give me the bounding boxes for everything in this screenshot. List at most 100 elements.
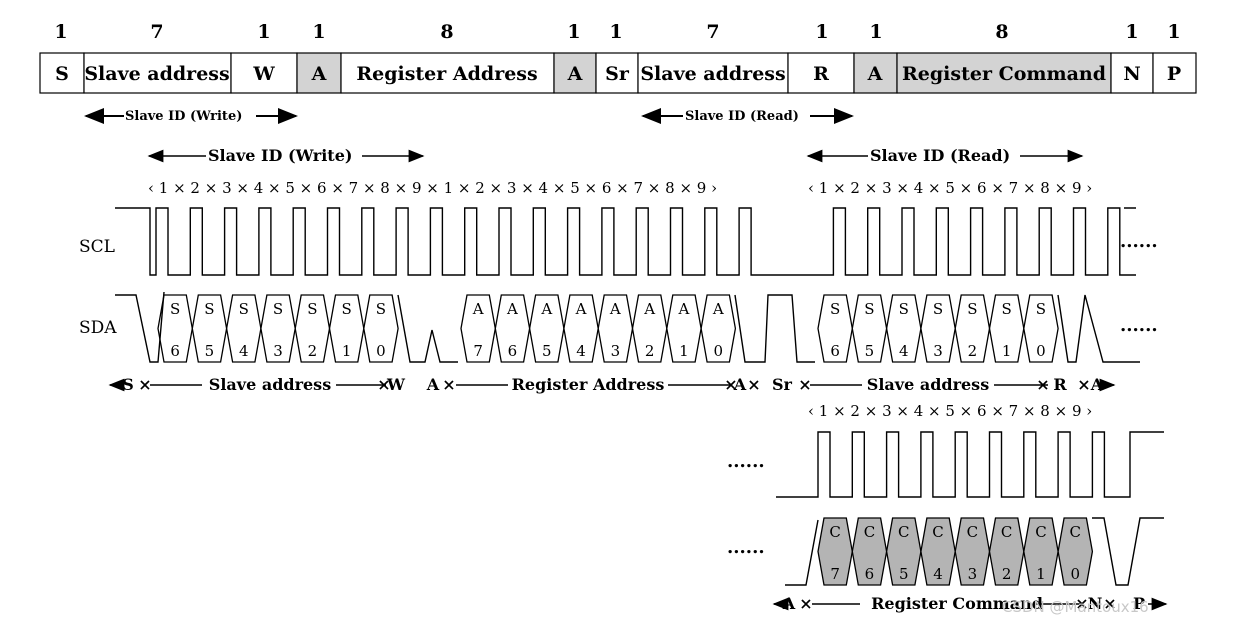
bit-letter: C — [898, 523, 909, 541]
bit-letter: A — [575, 300, 587, 318]
sda-ack-tail — [785, 519, 819, 586]
bit-number: 7 — [473, 342, 483, 360]
sda-start-condition — [115, 291, 165, 363]
clock-numbering: ‹ 1 × 2 × 3 × 4 × 5 × 6 × 7 × 8 × 9 › — [808, 402, 1092, 420]
bit-number: 0 — [376, 342, 386, 360]
bit-letter: C — [967, 523, 978, 541]
field-write — [230, 52, 298, 94]
field-label: Sr — [605, 63, 630, 85]
continuation-dots: ...... — [727, 451, 765, 472]
phase-label: A — [1090, 375, 1104, 394]
bit-count: 1 — [257, 21, 270, 43]
bit-letter: S — [933, 300, 943, 318]
field-label: A — [311, 63, 327, 85]
bit-letter: S — [864, 300, 874, 318]
bit-letter: A — [609, 300, 621, 318]
bit-number: 6 — [830, 342, 840, 360]
bit-number: 1 — [679, 342, 689, 360]
phase-label: Slave address — [209, 375, 331, 394]
phase-label: Register Command — [871, 594, 1043, 613]
bit-count: 1 — [609, 21, 622, 43]
continuation-dots: ...... — [1120, 231, 1158, 252]
bit-number: 4 — [899, 342, 909, 360]
bit-count: 1 — [54, 21, 67, 43]
bit-letter: A — [643, 300, 655, 318]
data-bit-cell — [1023, 294, 1059, 363]
frame-span-read: Slave ID (Read) — [641, 108, 854, 124]
bit-letter: C — [1035, 523, 1046, 541]
bit-letter: A — [678, 300, 690, 318]
span-label: Slave ID (Write) — [125, 109, 242, 124]
field-read — [787, 52, 855, 94]
bit-number: 4 — [576, 342, 586, 360]
bit-letter: S — [170, 300, 180, 318]
bit-number: 1 — [342, 342, 352, 360]
bit-letter: C — [864, 523, 875, 541]
bit-count: 7 — [150, 21, 163, 43]
scl-waveform — [776, 431, 1164, 498]
sda-stop-condition — [1092, 517, 1164, 586]
bit-number: 4 — [933, 565, 943, 583]
field-label: A — [867, 63, 883, 85]
field-label: S — [55, 63, 69, 85]
phase-label: Sr — [772, 375, 793, 394]
continuation-dots: ...... — [727, 537, 765, 558]
field-label: A — [567, 63, 583, 85]
phase-label: W — [386, 375, 406, 394]
bit-number: 5 — [865, 342, 875, 360]
phase-separator: × — [747, 375, 760, 394]
bit-count: 8 — [440, 21, 453, 43]
sda-repeated-start — [734, 294, 815, 363]
clock-numbering: ‹ 1 × 2 × 3 × 4 × 5 × 6 × 7 × 8 × 9 › — [808, 179, 1092, 197]
bit-number: 0 — [713, 342, 723, 360]
bit-number: 2 — [1002, 565, 1012, 583]
phase-separator: × — [442, 375, 455, 394]
frame-bit-counts: 1 7 1 1 8 1 1 7 1 1 8 1 1 — [54, 21, 1180, 43]
sda-label: SDA — [79, 318, 117, 338]
bit-letter: S — [239, 300, 249, 318]
bit-number: 1 — [1002, 342, 1012, 360]
sda-waveform: S6S5S4S3S2S1S0A7A6A5A4A3A2A1A0S6S5S4S3S2… — [115, 291, 1140, 363]
phase-separator: × — [798, 375, 811, 394]
bit-number: 7 — [830, 565, 840, 583]
phase-separator: × — [1077, 375, 1090, 394]
span-label: Slave ID (Read) — [685, 109, 799, 124]
field-start — [39, 52, 85, 94]
bit-number: 6 — [865, 565, 875, 583]
timing-span-write: Slave ID (Write) — [147, 146, 425, 165]
bit-letter: A — [712, 300, 724, 318]
bit-letter: A — [506, 300, 518, 318]
phase-label: Slave address — [867, 375, 989, 394]
phase-separator: × — [138, 375, 151, 394]
field-label: N — [1123, 63, 1140, 85]
phase-label: A — [782, 594, 796, 613]
bit-count: 7 — [706, 21, 719, 43]
bit-letter: S — [1036, 300, 1046, 318]
bit-count: 1 — [312, 21, 325, 43]
sda-write-ack — [397, 294, 458, 363]
bit-number: 2 — [968, 342, 978, 360]
frame-field-labels: S Slave address W A Register Address A S… — [55, 63, 1181, 85]
bit-number: 5 — [542, 342, 552, 360]
phase-label: A — [426, 375, 440, 394]
phase-separator: × — [1036, 375, 1049, 394]
bit-number: 3 — [611, 342, 621, 360]
field-label: Register Command — [902, 63, 1106, 85]
phase-separator: × — [724, 375, 737, 394]
phase-label: P — [1133, 594, 1145, 613]
phase-separator: × — [1103, 594, 1116, 613]
phase-separator: × — [1075, 594, 1088, 613]
bit-letter: S — [204, 300, 214, 318]
field-label: R — [813, 63, 829, 85]
bit-number: 5 — [205, 342, 215, 360]
data-bit-cell — [363, 294, 399, 363]
bit-number: 0 — [1036, 342, 1046, 360]
field-repeated-start — [595, 52, 639, 94]
phase-label: S — [122, 375, 134, 394]
phase-label: N — [1088, 594, 1103, 613]
bit-letter: S — [307, 300, 317, 318]
field-label: Slave address — [640, 63, 785, 85]
